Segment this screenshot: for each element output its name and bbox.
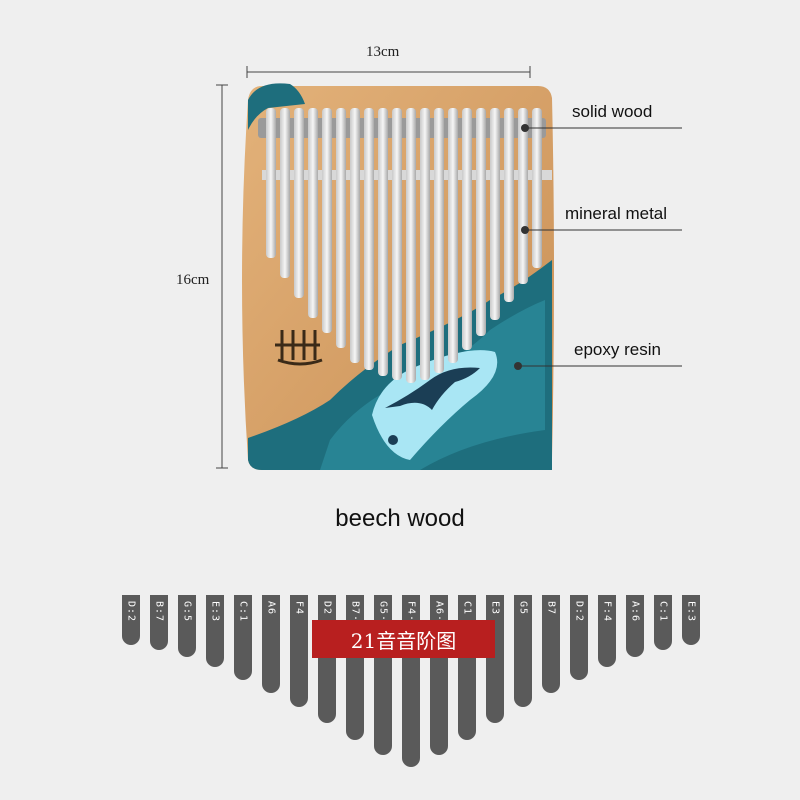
callout-epoxy-resin: epoxy resin [574,340,661,359]
scale-key-label: E:3 [209,601,221,623]
scale-key-label: E3 [489,601,501,616]
scale-key: G5· [374,595,392,755]
scale-key: B7 [542,595,560,693]
scale-key: C1 [458,595,476,740]
scale-key: D2 [318,595,336,723]
scale-key: C:1 [654,595,672,650]
scale-key: G5 [514,595,532,707]
scale-key-label: G:5 [181,601,193,623]
scale-key: D:2 [122,595,140,645]
scale-key-label: B7· [349,601,361,623]
scale-key: D:2 [570,595,588,680]
scale-key: G:5 [178,595,196,657]
scale-key-label: D:2 [125,601,137,623]
scale-key-label: C:1 [237,601,249,623]
scale-key-label: A6· [433,601,445,623]
material-label: beech wood [335,505,465,532]
scale-key-label: B7 [545,601,557,616]
scale-key-label: G5 [517,601,529,616]
scale-key-label: F4 [293,601,305,616]
scale-key: A:6 [626,595,644,657]
scale-key-label: D:2 [573,601,585,623]
scale-key: C:1 [234,595,252,680]
scale-chart-title: 21音音阶图 [312,620,495,658]
scale-key: B:7 [150,595,168,650]
scale-key-label: A:6 [629,601,641,623]
scale-key-label: E:3 [685,601,697,623]
scale-key: E:3 [206,595,224,667]
scale-key: A6· [430,595,448,755]
scale-key: F4 [290,595,308,707]
scale-key: E3 [486,595,504,723]
width-label: 13cm [366,44,400,60]
scale-key: A6 [262,595,280,693]
height-label: 16cm [176,272,210,288]
scale-key: B7· [346,595,364,740]
scale-key-label: A6 [265,601,277,616]
scale-key-label: F4· [405,601,417,623]
scale-key-label: D2 [321,601,333,616]
scale-key: E:3 [682,595,700,645]
scale-key-label: C1 [461,601,473,616]
callout-solid-wood: solid wood [572,102,653,121]
scale-key: F:4 [598,595,616,667]
scale-key-label: F:4 [601,601,613,623]
scale-key-label: C:1 [657,601,669,623]
scale-key-label: B:7 [153,601,165,623]
scale-key-label: G5· [377,601,389,623]
callout-mineral-metal: mineral metal [565,204,668,223]
